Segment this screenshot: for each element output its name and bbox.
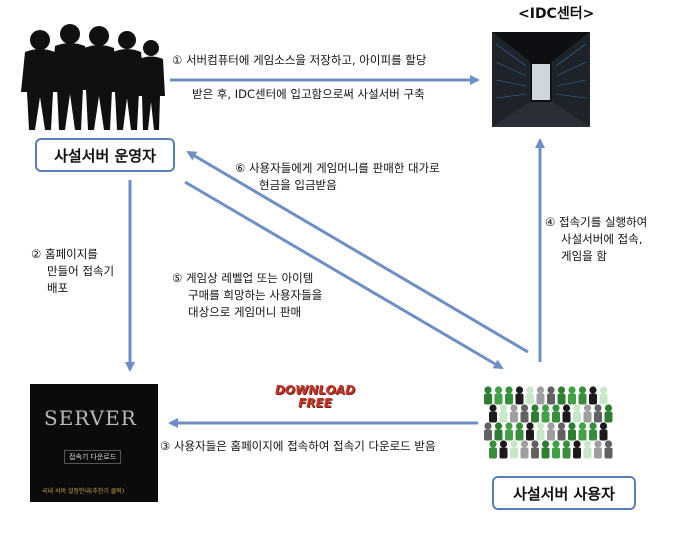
idc-datacenter-image xyxy=(492,32,590,127)
server-footer-text: 국내 서버 설정안내(추천기 클릭) xyxy=(42,488,125,495)
users-crowd-icon xyxy=(482,380,614,464)
step4-text: ④ 접속기를 실행하여 사설서버에 접속, 게임을 함 xyxy=(545,215,648,263)
step2-text: ② 홈페이지를 만들어 접속기 배포 xyxy=(31,247,115,295)
step1-text-line2: 받은 후, IDC센터에 입고함으로써 사설서버 구축 xyxy=(192,87,425,101)
server-logo: SERVER xyxy=(44,406,137,430)
download-free-badge: DOWNLOAD FREE xyxy=(274,383,356,410)
server-download-button[interactable]: 접속기 다운로드 xyxy=(64,450,122,464)
users-box: 사설서버 사용자 xyxy=(492,476,636,510)
step1-text: ① 서버컴퓨터에 게임소스을 저장하고, 아이피를 할당 xyxy=(172,53,427,67)
idc-title: <IDC센터> xyxy=(518,6,595,22)
step3-text: ③ 사용자들은 홈페이지에 접속하여 접속기 다운로드 받음 xyxy=(160,439,436,453)
step6-text: ⑥ 사용자들에게 게임머니를 판매한 대가로 현금을 입금받음 xyxy=(235,161,440,192)
operator-silhouettes-icon xyxy=(15,22,165,132)
arrow-step6 xyxy=(186,150,529,354)
arrow-step5 xyxy=(184,180,504,370)
server-website-image: SERVER 접속기 다운로드 국내 서버 설정안내(추천기 클릭) xyxy=(30,384,158,502)
step5-text: ⑤ 게임상 레벨업 또는 아이템 구매를 희망하는 사용자들을 대상으로 게임머… xyxy=(172,271,323,319)
operator-box: 사설서버 운영자 xyxy=(35,138,175,172)
